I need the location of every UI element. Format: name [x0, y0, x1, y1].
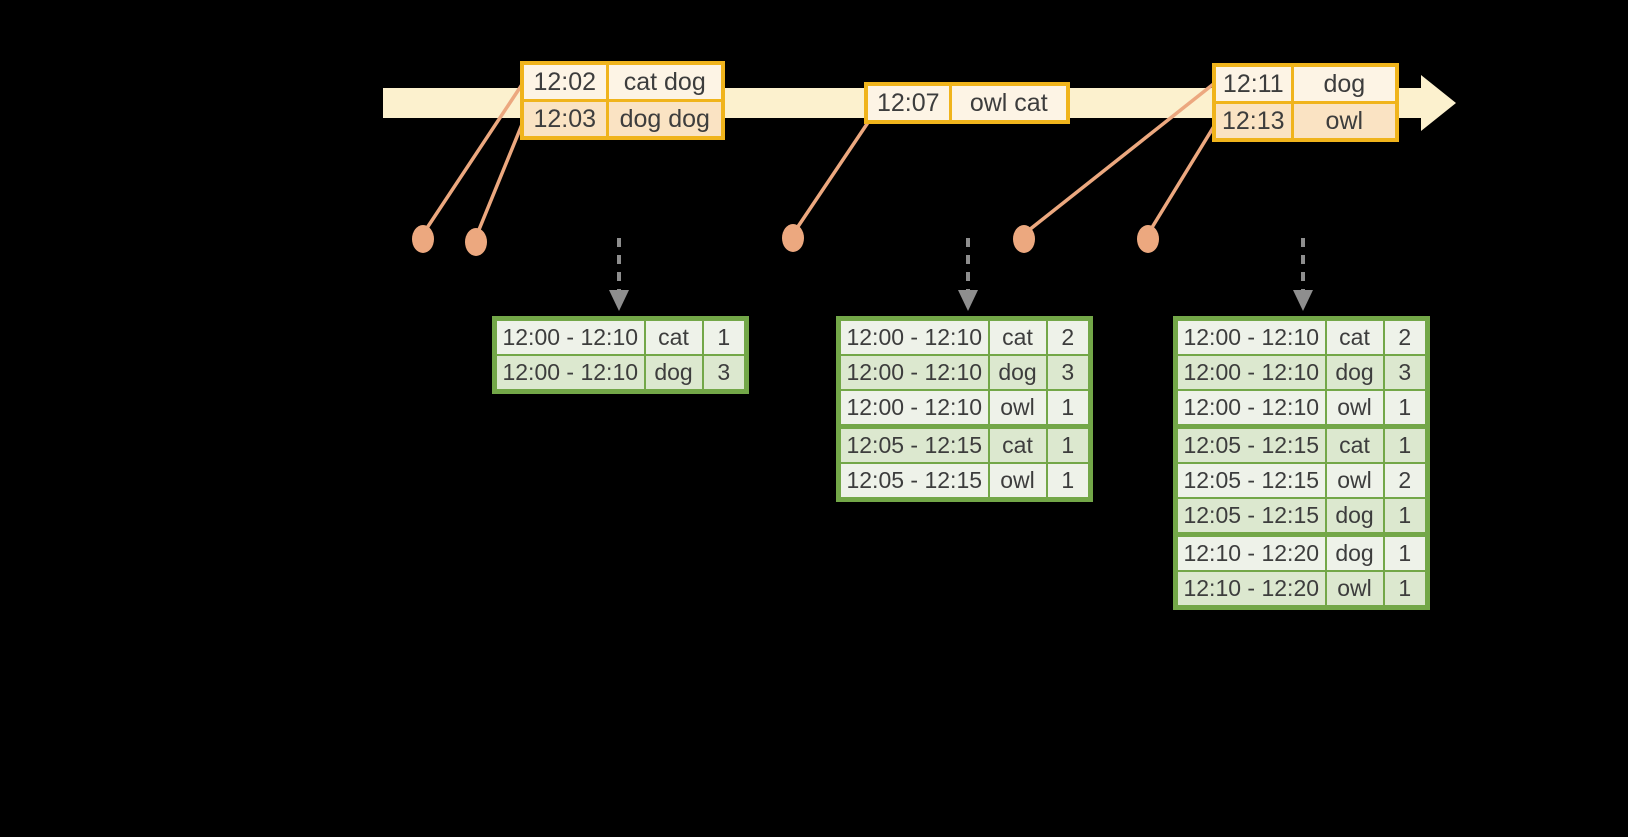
event-dot-icon — [782, 224, 804, 252]
count-cell: 1 — [1382, 532, 1429, 572]
count-cell: 1 — [1382, 570, 1429, 609]
event-dot-icon — [465, 228, 487, 256]
window-cell: 12:00 - 12:10 — [1174, 389, 1327, 428]
count-cell: 1 — [1382, 424, 1429, 464]
count-cell: 3 — [1382, 354, 1429, 391]
trigger-arrows — [617, 238, 1305, 292]
word-cell: cat — [1324, 317, 1385, 356]
word-cell: dog — [1324, 497, 1385, 536]
word-cell: owl — [1324, 570, 1385, 609]
words-cell: owl — [1290, 101, 1399, 142]
event-dots — [412, 224, 1159, 256]
words-cell: owl cat — [948, 82, 1070, 124]
event-dot-icon — [1137, 225, 1159, 253]
time-cell: 12:02 — [520, 61, 609, 102]
connector-line-1203 — [474, 121, 525, 238]
trigger-arrowhead-icon — [958, 290, 978, 311]
window-cell: 12:05 - 12:15 — [1174, 424, 1327, 464]
count-cell: 3 — [1045, 354, 1092, 391]
timeline-arrowhead-icon — [1421, 75, 1456, 131]
count-cell: 1 — [1045, 424, 1092, 464]
count-cell: 2 — [1382, 317, 1429, 356]
window-cell: 12:00 - 12:10 — [837, 389, 990, 428]
count-cell: 1 — [1382, 389, 1429, 428]
window-cell: 12:00 - 12:10 — [1174, 317, 1327, 356]
words-cell: cat dog — [605, 61, 725, 102]
word-cell: owl — [987, 389, 1048, 428]
count-cell: 1 — [1045, 462, 1092, 501]
window-cell: 12:00 - 12:10 — [1174, 354, 1327, 391]
time-cell: 12:13 — [1212, 101, 1294, 142]
window-cell: 12:10 - 12:20 — [1174, 570, 1327, 609]
window-cell: 12:05 - 12:15 — [837, 424, 990, 464]
window-cell: 12:00 - 12:10 — [837, 354, 990, 391]
time-cell: 12:07 — [864, 82, 952, 124]
count-cell: 2 — [1382, 462, 1429, 499]
word-cell: cat — [987, 317, 1048, 356]
words-cell: dog — [1290, 63, 1399, 104]
window-cell: 12:00 - 12:10 — [493, 354, 646, 393]
word-cell: cat — [643, 317, 704, 356]
window-cell: 12:05 - 12:15 — [837, 462, 990, 501]
trigger-arrowhead-icon — [609, 290, 629, 311]
connector-line-1207 — [791, 120, 871, 235]
count-cell: 1 — [1382, 497, 1429, 536]
window-cell: 12:00 - 12:10 — [837, 317, 990, 356]
word-cell: owl — [1324, 462, 1385, 499]
time-cell: 12:11 — [1212, 63, 1294, 104]
words-cell: dog dog — [605, 99, 725, 140]
trigger-arrowhead-icon — [1293, 290, 1313, 311]
window-cell: 12:05 - 12:15 — [1174, 497, 1327, 536]
word-cell: dog — [987, 354, 1048, 391]
word-cell: owl — [987, 462, 1048, 501]
event-dot-icon — [1013, 225, 1035, 253]
window-cell: 12:00 - 12:10 — [493, 317, 646, 356]
connector-line-1202 — [421, 82, 525, 235]
word-cell: dog — [1324, 532, 1385, 572]
event-dot-icon — [412, 225, 434, 253]
count-cell: 3 — [701, 354, 748, 393]
word-cell: owl — [1324, 389, 1385, 428]
window-cell: 12:10 - 12:20 — [1174, 532, 1327, 572]
window-cell: 12:05 - 12:15 — [1174, 462, 1327, 499]
word-cell: dog — [1324, 354, 1385, 391]
count-cell: 1 — [701, 317, 748, 356]
time-cell: 12:03 — [520, 99, 609, 140]
connector-line-1211 — [1022, 80, 1218, 236]
count-cell: 2 — [1045, 317, 1092, 356]
word-cell: dog — [643, 354, 704, 393]
event-connectors — [421, 80, 1218, 238]
word-cell: cat — [1324, 424, 1385, 464]
count-cell: 1 — [1045, 389, 1092, 428]
word-cell: cat — [987, 424, 1048, 464]
connector-line-1213 — [1146, 122, 1218, 235]
trigger-arrowheads — [609, 290, 1313, 311]
